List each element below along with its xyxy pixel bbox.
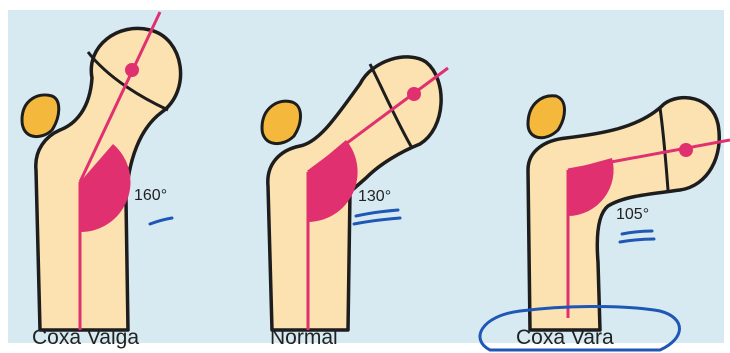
head-center-dot: [125, 63, 139, 77]
figure-caption: Coxa Vara: [516, 326, 614, 349]
angle-label: 160°: [134, 187, 167, 204]
greater-trochanter: [22, 95, 59, 137]
figure-caption: Coxa Valga: [32, 326, 139, 349]
angle-label: 105°: [616, 206, 649, 223]
head-center-dot: [407, 87, 421, 101]
head-center-dot: [679, 143, 693, 157]
angle-label: 130°: [358, 188, 391, 205]
figure-caption: Normal: [270, 326, 338, 349]
